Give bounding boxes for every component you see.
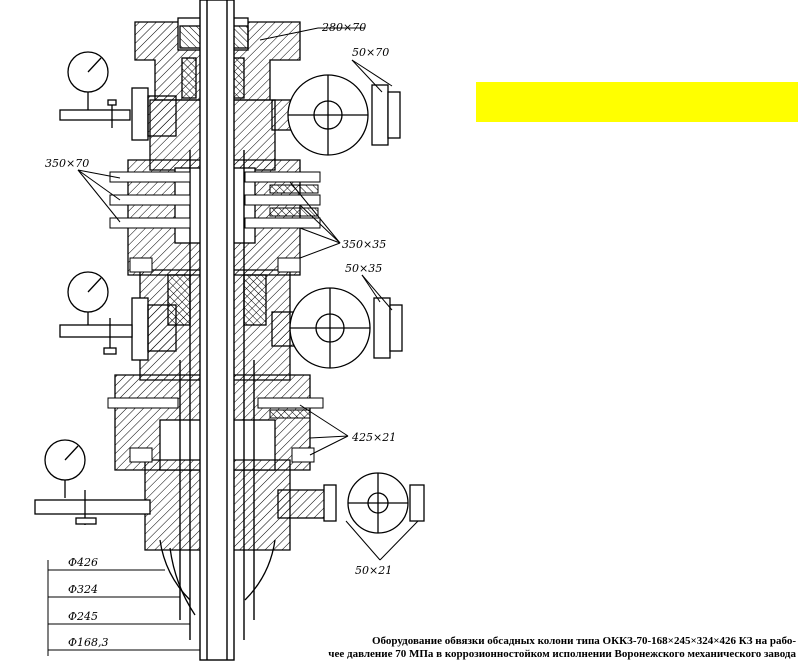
callout-350x70: 350×70 <box>45 157 89 170</box>
gate-valve-middle <box>271 287 403 369</box>
diameter-168-3: Φ168,3 <box>68 636 109 649</box>
caption-line-1: Оборудование обвязки обсадных колони тип… <box>371 635 796 647</box>
diameter-426: Φ426 <box>68 556 98 569</box>
callout-50x70: 50×70 <box>352 46 389 59</box>
callout-280x70: 280×70 <box>321 21 366 34</box>
callout-350x35: 350×35 <box>342 238 386 251</box>
bolt-rows <box>107 171 324 463</box>
callout-50x21: 50×21 <box>355 564 392 577</box>
diameter-324: Φ324 <box>68 583 98 596</box>
yellow-highlight-box <box>476 82 798 122</box>
callout-50x35: 50×35 <box>345 262 382 275</box>
callout-425x21: 425×21 <box>351 431 396 444</box>
left-flanges <box>131 87 177 361</box>
pressure-gauge-top <box>59 51 131 128</box>
diameter-245: Φ245 <box>68 610 98 623</box>
gate-valve-top <box>271 74 401 156</box>
figure-caption: Оборудование обвязки обсадных колони тип… <box>240 635 796 661</box>
leader-lines <box>47 27 419 656</box>
caption-line-2: чее давление 70 МПа в коррозионностойком… <box>328 648 796 660</box>
pressure-gauge-middle <box>59 271 133 355</box>
pressure-gauge-bottom <box>34 439 151 525</box>
gate-valve-bottom <box>277 472 425 534</box>
central-pipe <box>179 0 255 661</box>
